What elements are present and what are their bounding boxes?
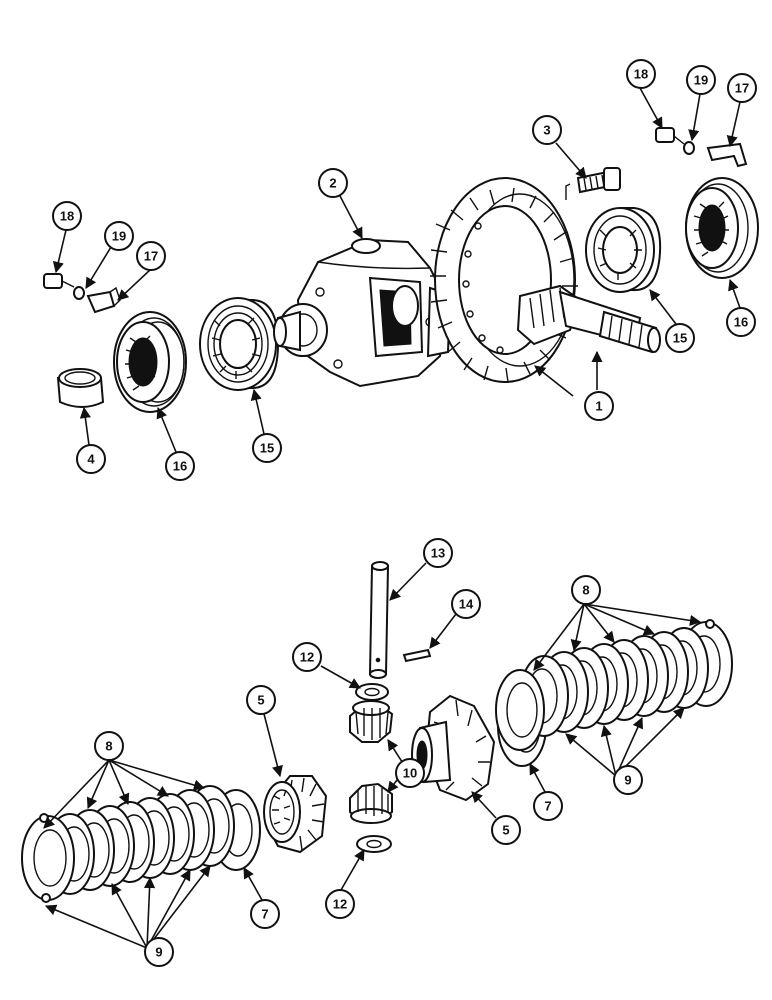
callout-15-left: 15	[252, 433, 282, 463]
svg-text:3: 3	[543, 123, 550, 138]
lock-plate-left-part	[86, 286, 121, 314]
svg-text:1: 1	[595, 399, 602, 414]
callout-3: 3	[532, 115, 562, 145]
thrust-washer-lower-part	[356, 835, 392, 853]
callout-17-right: 17	[727, 73, 757, 103]
bearing-right-part	[585, 207, 662, 293]
ring-gear-part	[430, 177, 578, 383]
callout-5-left: 5	[246, 685, 276, 715]
svg-text:7: 7	[544, 799, 551, 814]
clutch-pack-left-part	[21, 785, 235, 903]
svg-text:15: 15	[673, 331, 687, 346]
callout-14: 14	[451, 589, 481, 619]
svg-text:18: 18	[634, 67, 648, 82]
differential-case-part	[273, 238, 452, 388]
side-gear-right-part	[411, 694, 496, 802]
callout-18-right: 18	[626, 59, 656, 89]
callout-5-right: 5	[491, 815, 521, 845]
svg-text:17: 17	[144, 249, 158, 264]
callout-16-left: 16	[165, 451, 195, 481]
callout-16-right: 16	[726, 307, 756, 337]
svg-text:8: 8	[582, 583, 589, 598]
callout-7-right: 7	[533, 791, 563, 821]
callout-15-right: 15	[665, 323, 695, 353]
svg-text:5: 5	[502, 823, 509, 838]
screw-right-part	[655, 127, 685, 145]
callout-2: 2	[318, 168, 348, 198]
callout-13: 13	[423, 538, 453, 568]
callout-7-left: 7	[250, 899, 280, 929]
svg-text:18: 18	[60, 209, 74, 224]
svg-text:2: 2	[329, 176, 336, 191]
svg-text:19: 19	[112, 229, 126, 244]
callout-4: 4	[76, 444, 106, 474]
callout-9-left: 9	[144, 937, 174, 967]
callout-19-left: 19	[104, 221, 134, 251]
pinion-gear-lower-part	[349, 782, 393, 824]
svg-text:9: 9	[624, 773, 631, 788]
callout-19-right: 19	[686, 65, 716, 95]
adjusting-nut-left-part	[113, 311, 187, 413]
callout-12-lower: 12	[325, 889, 355, 919]
callout-12-upper: 12	[292, 642, 322, 672]
callout-10: 10	[395, 758, 425, 788]
callout-18-left: 18	[52, 201, 82, 231]
svg-text:12: 12	[300, 650, 314, 665]
bolt-part	[565, 167, 621, 200]
adjusting-nut-right-part	[685, 177, 759, 279]
cross-shaft-part	[368, 561, 390, 679]
pinion-gear-upper-part	[349, 700, 394, 743]
svg-text:5: 5	[257, 693, 264, 708]
svg-text:15: 15	[260, 441, 274, 456]
lock-plate-right-part	[706, 142, 748, 168]
svg-text:16: 16	[734, 315, 748, 330]
callout-1: 1	[584, 391, 614, 421]
svg-text:13: 13	[431, 546, 445, 561]
callout-9-right: 9	[613, 765, 643, 795]
svg-text:4: 4	[87, 452, 95, 467]
svg-text:10: 10	[403, 766, 417, 781]
svg-text:7: 7	[261, 907, 268, 922]
bearing-left-part	[199, 297, 280, 391]
svg-text:17: 17	[735, 81, 749, 96]
svg-text:14: 14	[459, 597, 474, 612]
washer-right-part	[683, 141, 695, 155]
callout-17-left: 17	[136, 241, 166, 271]
svg-text:8: 8	[105, 739, 112, 754]
svg-text:9: 9	[155, 945, 162, 960]
washer-left-part	[73, 286, 85, 300]
svg-text:16: 16	[173, 459, 187, 474]
thrust-washer-upper-part	[355, 683, 389, 701]
bushing-part	[56, 368, 105, 408]
callout-8-left: 8	[94, 731, 124, 761]
roll-pin-part	[402, 648, 432, 663]
clutch-pack-right-part	[495, 619, 733, 751]
callout-8-right: 8	[571, 575, 601, 605]
screw-left-part	[43, 273, 75, 289]
pinion-shaft-part	[516, 284, 661, 354]
svg-text:19: 19	[694, 73, 708, 88]
svg-text:12: 12	[333, 897, 347, 912]
side-gear-left-part	[263, 775, 328, 854]
